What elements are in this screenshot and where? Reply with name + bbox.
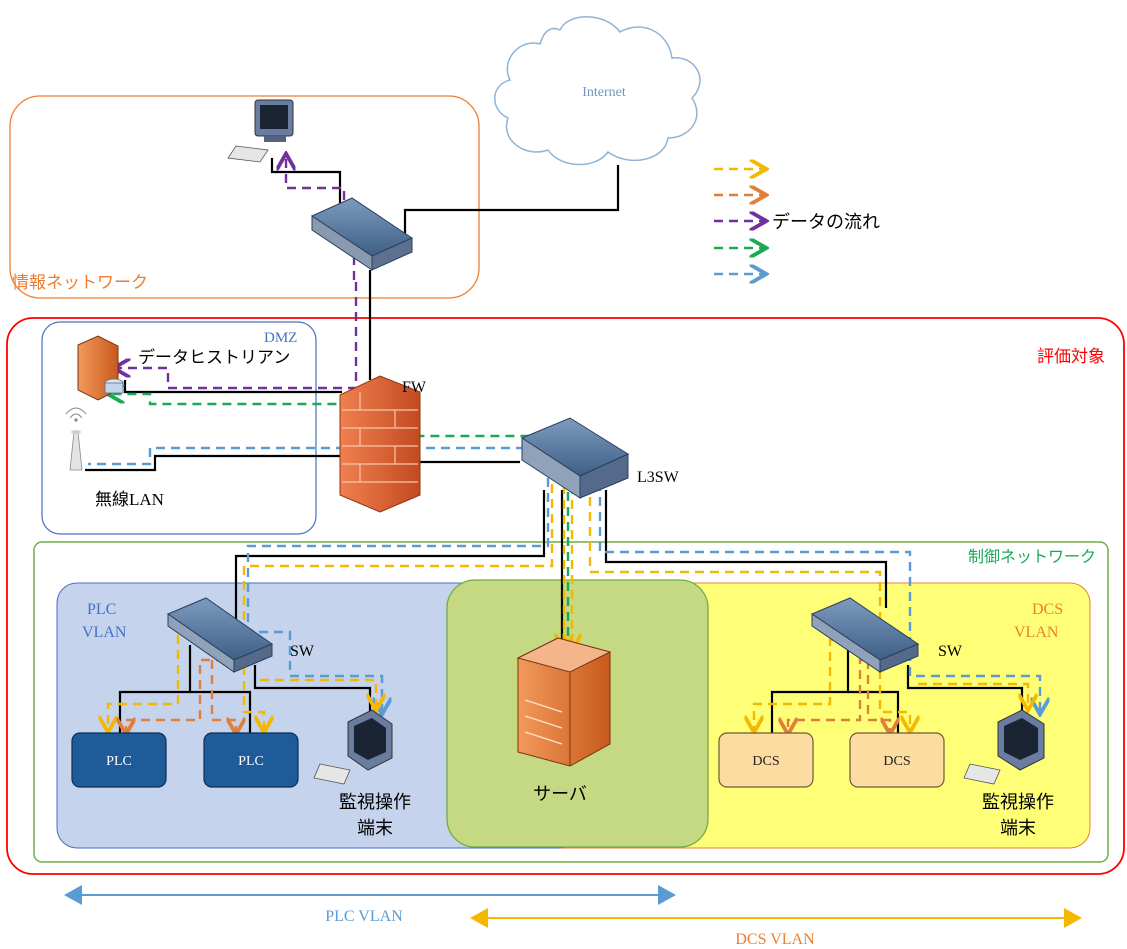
plc-terminal-icon bbox=[313, 709, 393, 785]
network-links bbox=[85, 158, 1024, 735]
plc-node-2-label: PLC bbox=[238, 754, 264, 769]
dcs-node-1 bbox=[718, 732, 814, 788]
sw-dcs-label: SW bbox=[938, 643, 963, 660]
pc-icon bbox=[227, 99, 294, 163]
dcs-terminal-label-2: 端末 bbox=[1000, 818, 1036, 838]
info-switch-icon bbox=[310, 197, 414, 271]
eval-target-label: 評価対象 bbox=[1037, 347, 1105, 366]
legend bbox=[714, 169, 764, 274]
internet-cloud: Internet bbox=[494, 16, 701, 166]
wireless-lan-label: 無線LAN bbox=[95, 490, 164, 509]
firewall-label: FW bbox=[402, 379, 427, 396]
eval-target-zone bbox=[6, 317, 1125, 875]
l3sw-label: L3SW bbox=[637, 469, 680, 486]
dcs-vlan-span-label: DCS VLAN bbox=[735, 931, 815, 948]
server-icon bbox=[516, 637, 612, 767]
plc-terminal-label-1: 監視操作 bbox=[339, 792, 411, 812]
dcs-terminal-icon bbox=[963, 709, 1045, 785]
legend-label: データの流れ bbox=[772, 212, 880, 232]
l3sw-icon bbox=[520, 417, 630, 499]
plc-vlan-label-1: PLC bbox=[87, 601, 116, 618]
dcs-node-2-label: DCS bbox=[883, 754, 910, 769]
plc-node-2 bbox=[203, 732, 299, 788]
dcs-terminal-label-1: 監視操作 bbox=[982, 792, 1054, 812]
dmz-label: DMZ bbox=[264, 330, 297, 346]
wireless-ap-icon bbox=[65, 407, 87, 471]
dcs-vlan-label-2: VLAN bbox=[1014, 624, 1059, 641]
info-network-zone bbox=[9, 95, 480, 299]
dcs-node-1-label: DCS bbox=[752, 754, 779, 769]
server-label: サーバ bbox=[533, 784, 587, 804]
plc-node-1 bbox=[71, 732, 167, 788]
plc-node-1-label: PLC bbox=[106, 754, 132, 769]
svg-text:Internet: Internet bbox=[582, 85, 626, 100]
historian-server-icon bbox=[77, 335, 124, 401]
dcs-switch-icon bbox=[810, 597, 920, 673]
plc-vlan-label-2: VLAN bbox=[82, 624, 127, 641]
plc-switch-icon bbox=[166, 597, 274, 673]
historian-label: データヒストリアン bbox=[138, 347, 290, 367]
plc-terminal-label-2: 端末 bbox=[357, 818, 393, 838]
dcs-vlan-label-1: DCS bbox=[1032, 601, 1063, 618]
sw-plc-label: SW bbox=[290, 643, 315, 660]
dcs-node-2 bbox=[849, 732, 945, 788]
info-network-label: 情報ネットワーク bbox=[12, 273, 148, 292]
control-network-label: 制御ネットワーク bbox=[968, 548, 1096, 566]
plc-vlan-span-label: PLC VLAN bbox=[325, 908, 403, 925]
firewall-icon bbox=[339, 375, 421, 513]
